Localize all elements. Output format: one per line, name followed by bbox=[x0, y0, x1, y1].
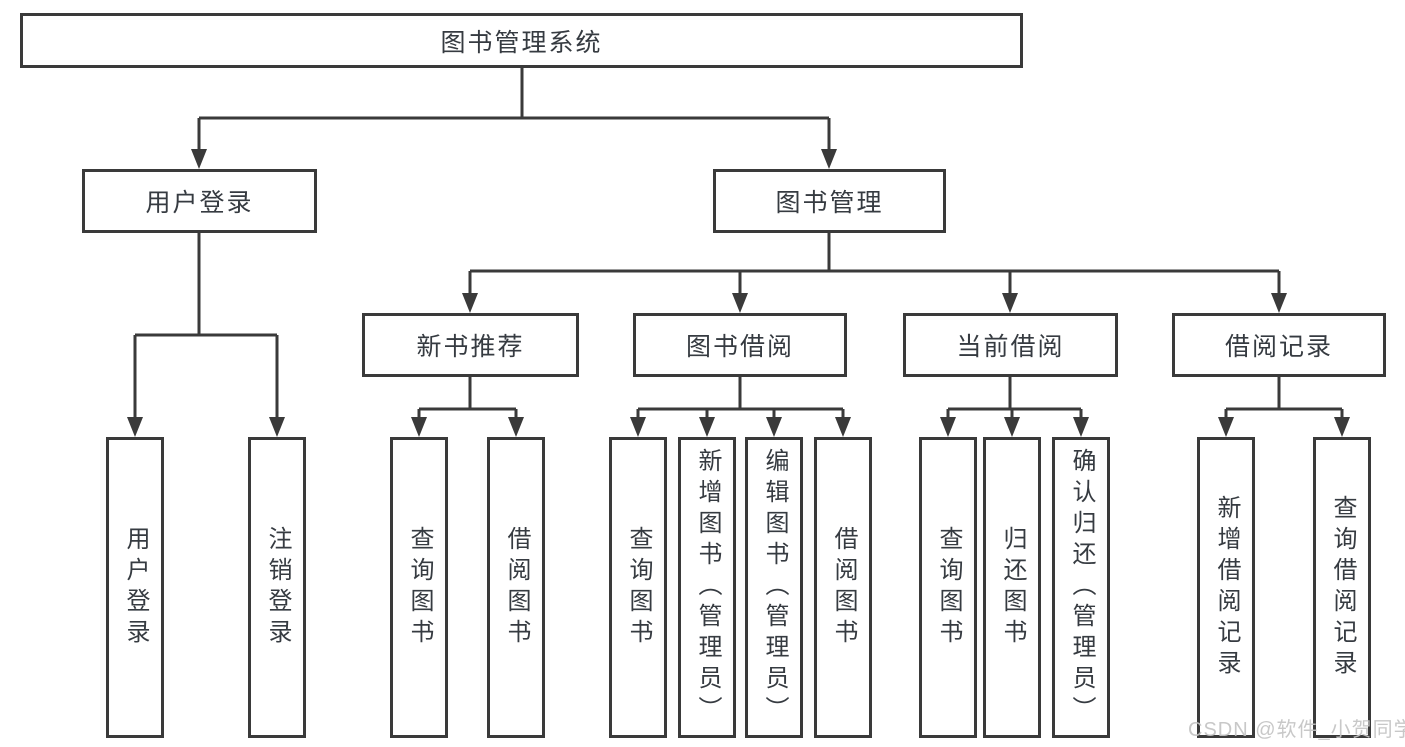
leaf-bb-edit-books-admin-label: 编辑图书（管理员） bbox=[761, 448, 788, 727]
leaf-logout-label: 注销登录 bbox=[264, 525, 291, 650]
watermark: CSDN @软件_小贺同学 bbox=[1188, 719, 1405, 741]
leaf-nbr-query-books: 查询图书 bbox=[390, 437, 448, 738]
leaf-nbr-borrow-books-label: 借阅图书 bbox=[503, 525, 530, 650]
leaf-bb-borrow-books: 借阅图书 bbox=[814, 437, 872, 738]
node-book-borrow-label: 图书借阅 bbox=[685, 333, 794, 361]
leaf-br-query-record-label: 查询借阅记录 bbox=[1329, 494, 1356, 681]
leaf-bb-edit-books-admin: 编辑图书（管理员） bbox=[745, 437, 803, 738]
leaf-bb-query-books: 查询图书 bbox=[609, 437, 667, 738]
leaf-cb-query-books: 查询图书 bbox=[919, 437, 977, 738]
leaf-user-login: 用户登录 bbox=[106, 437, 164, 738]
node-new-book-recommend-label: 新书推荐 bbox=[416, 333, 525, 361]
leaf-cb-confirm-return-admin-label: 确认归还（管理员） bbox=[1068, 448, 1095, 727]
node-root: 图书管理系统 bbox=[20, 13, 1023, 68]
node-borrow-records-label: 借阅记录 bbox=[1224, 333, 1333, 361]
node-book-management: 图书管理 bbox=[713, 169, 946, 233]
leaf-bb-add-books-admin: 新增图书（管理员） bbox=[678, 437, 736, 738]
node-user-login-label: 用户登录 bbox=[145, 189, 254, 217]
node-borrow-records: 借阅记录 bbox=[1172, 313, 1386, 377]
node-current-borrow-label: 当前借阅 bbox=[956, 333, 1065, 361]
leaf-bb-borrow-books-label: 借阅图书 bbox=[830, 525, 857, 650]
leaf-br-add-record: 新增借阅记录 bbox=[1197, 437, 1255, 738]
leaf-nbr-borrow-books: 借阅图书 bbox=[487, 437, 545, 738]
node-book-borrow: 图书借阅 bbox=[633, 313, 847, 377]
node-new-book-recommend: 新书推荐 bbox=[362, 313, 579, 377]
leaf-cb-return-books-label: 归还图书 bbox=[999, 525, 1026, 650]
leaf-cb-query-books-label: 查询图书 bbox=[935, 525, 962, 650]
arrowhead-down-icons bbox=[127, 149, 1350, 437]
leaf-cb-confirm-return-admin: 确认归还（管理员） bbox=[1052, 437, 1110, 738]
node-user-login: 用户登录 bbox=[82, 169, 317, 233]
tree-edges bbox=[133, 68, 1344, 418]
leaf-nbr-query-books-label: 查询图书 bbox=[406, 525, 433, 650]
node-root-label: 图书管理系统 bbox=[440, 28, 603, 57]
leaf-br-add-record-label: 新增借阅记录 bbox=[1213, 494, 1240, 681]
leaf-logout: 注销登录 bbox=[248, 437, 306, 738]
node-book-management-label: 图书管理 bbox=[775, 189, 884, 217]
leaf-cb-return-books: 归还图书 bbox=[983, 437, 1041, 738]
leaf-br-query-record: 查询借阅记录 bbox=[1313, 437, 1371, 738]
leaf-user-login-label: 用户登录 bbox=[122, 525, 149, 650]
leaf-bb-query-books-label: 查询图书 bbox=[625, 525, 652, 650]
node-current-borrow: 当前借阅 bbox=[903, 313, 1118, 377]
leaf-bb-add-books-admin-label: 新增图书（管理员） bbox=[694, 448, 721, 727]
